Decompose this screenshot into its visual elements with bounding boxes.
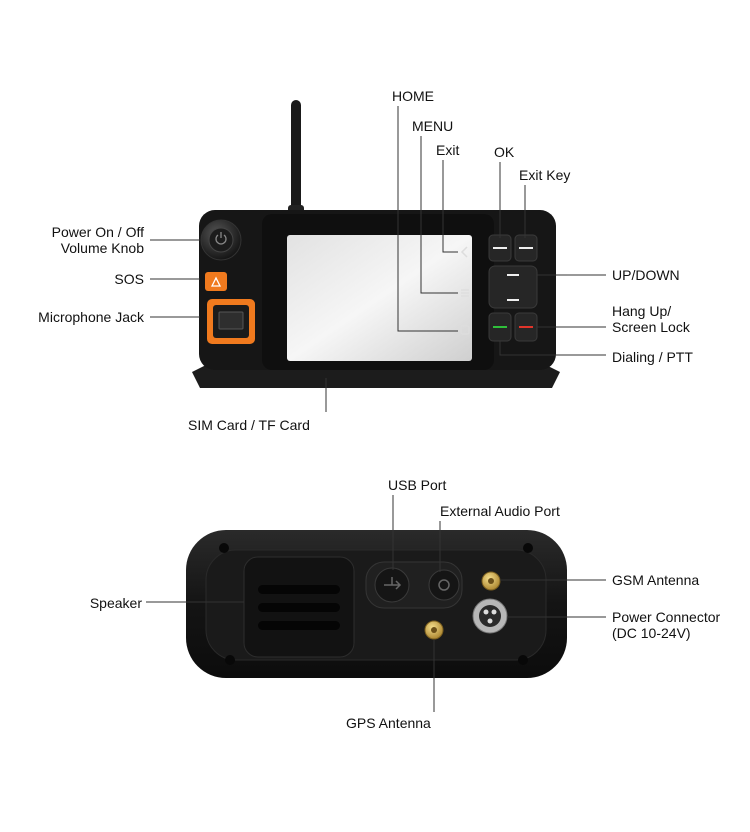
home-softkey-icon [460, 325, 470, 335]
label-exit-key: Exit Key [519, 167, 571, 183]
label-power-line2: Volume Knob [60, 240, 144, 256]
up-down-button [488, 265, 538, 309]
back-softkey-icon [460, 246, 468, 258]
label-gsm-antenna: GSM Antenna [612, 572, 700, 588]
antenna [291, 100, 301, 218]
label-hangup-line1: Hang Up/ [612, 303, 672, 319]
label-sim-card: SIM Card / TF Card [188, 417, 310, 433]
label-power-knob: Power On / Off Volume Knob [20, 224, 144, 256]
label-usb-port: USB Port [388, 477, 447, 493]
label-hang-up: Hang Up/ Screen Lock [612, 303, 690, 335]
label-gps-antenna: GPS Antenna [346, 715, 431, 731]
label-power-conn-line1: Power Connector [612, 609, 721, 625]
screen [287, 235, 472, 361]
audio-port-plug [428, 569, 460, 601]
label-sos: SOS [114, 271, 144, 287]
label-microphone-jack: Microphone Jack [38, 309, 144, 325]
sos-button [205, 272, 227, 291]
label-dialing-ptt: Dialing / PTT [612, 349, 693, 365]
usb-icon [384, 577, 402, 590]
label-power-line1: Power On / Off [51, 224, 144, 240]
label-home: HOME [392, 88, 434, 104]
label-exit: Exit [436, 142, 460, 158]
menu-softkey-icon [461, 289, 469, 297]
leader-lines [146, 106, 606, 712]
label-up-down: UP/DOWN [612, 267, 680, 283]
rear-view-device [186, 530, 567, 678]
front-view-device [192, 100, 560, 388]
label-hangup-line2: Screen Lock [612, 319, 690, 335]
label-external-audio-port: External Audio Port [440, 503, 560, 519]
label-menu: MENU [412, 118, 454, 134]
label-ok: OK [494, 144, 515, 160]
label-power-conn-line2: (DC 10-24V) [612, 625, 691, 641]
label-speaker: Speaker [89, 595, 142, 611]
label-power-connector: Power Connector (DC 10-24V) [612, 609, 720, 641]
